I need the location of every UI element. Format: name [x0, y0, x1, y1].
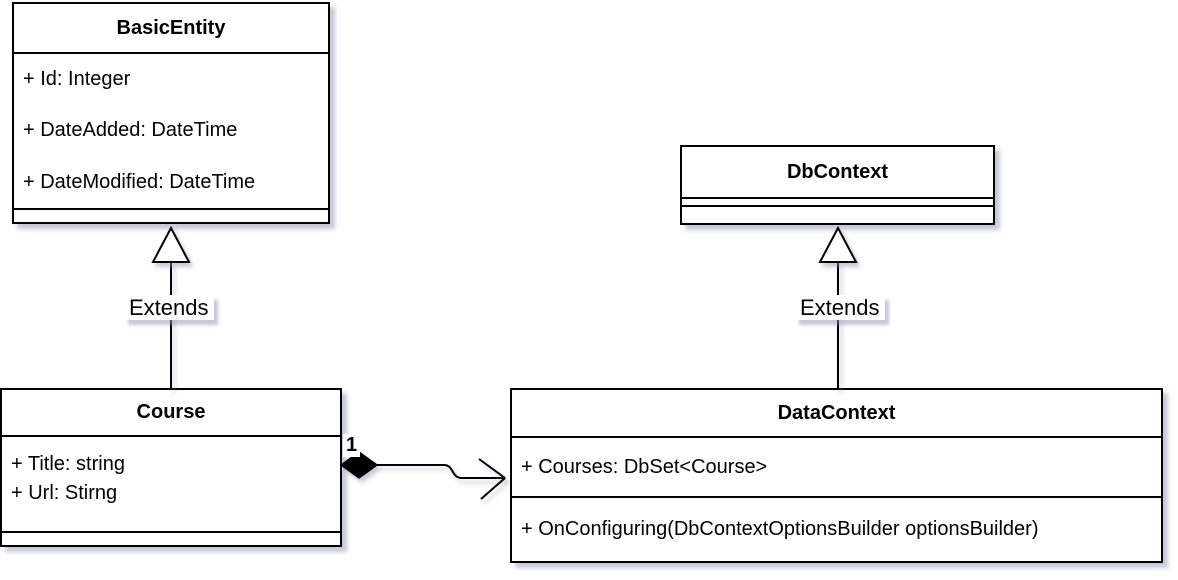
- class-course-attributes-compartment: + Title: string + Url: Stirng: [2, 437, 340, 533]
- extends-label-course-basicentity: Extends: [124, 295, 214, 321]
- class-datacontext-title: DataContext: [512, 390, 1161, 438]
- class-attribute: + Courses: DbSet<Course>: [521, 455, 768, 478]
- class-dbcontext-title: DbContext: [682, 147, 993, 199]
- generalization-triangle-icon: [818, 225, 858, 263]
- class-method: + OnConfiguring(DbContextOptionsBuilder …: [521, 518, 1039, 540]
- extends-label-datacontext-dbcontext: Extends: [795, 295, 885, 321]
- class-course-title: Course: [2, 390, 340, 437]
- class-attribute: + Id: Integer: [23, 68, 131, 91]
- association-curve: [377, 464, 504, 479]
- generalization-triangle-icon: [151, 225, 191, 263]
- class-dbcontext-methods-compartment: [682, 207, 993, 223]
- class-attribute: + Url: Stirng: [11, 482, 118, 504]
- class-basicentity: BasicEntity + Id: Integer + DateAdded: D…: [12, 2, 330, 224]
- class-attribute: + DateModified: DateTime: [23, 170, 256, 193]
- class-basicentity-methods-compartment: [14, 210, 328, 222]
- class-dbcontext: DbContext: [680, 145, 995, 225]
- class-course: Course + Title: string + Url: Stirng: [0, 388, 342, 547]
- class-attribute: + Title: string: [11, 453, 125, 475]
- composition-course-datacontext: [339, 451, 506, 500]
- class-datacontext-methods-compartment: + OnConfiguring(DbContextOptionsBuilder …: [512, 498, 1161, 561]
- open-arrowhead-icon: [478, 458, 506, 500]
- class-datacontext-attributes-compartment: + Courses: DbSet<Course>: [512, 438, 1161, 498]
- class-attribute: + DateAdded: DateTime: [23, 119, 238, 142]
- class-datacontext: DataContext + Courses: DbSet<Course> + O…: [510, 388, 1163, 563]
- class-basicentity-title: BasicEntity: [14, 4, 328, 54]
- class-course-methods-compartment: [2, 533, 340, 545]
- class-dbcontext-attributes-compartment: [682, 199, 993, 207]
- class-basicentity-attributes-compartment: + Id: Integer + DateAdded: DateTime + Da…: [14, 54, 328, 210]
- multiplicity-label: 1: [343, 434, 361, 457]
